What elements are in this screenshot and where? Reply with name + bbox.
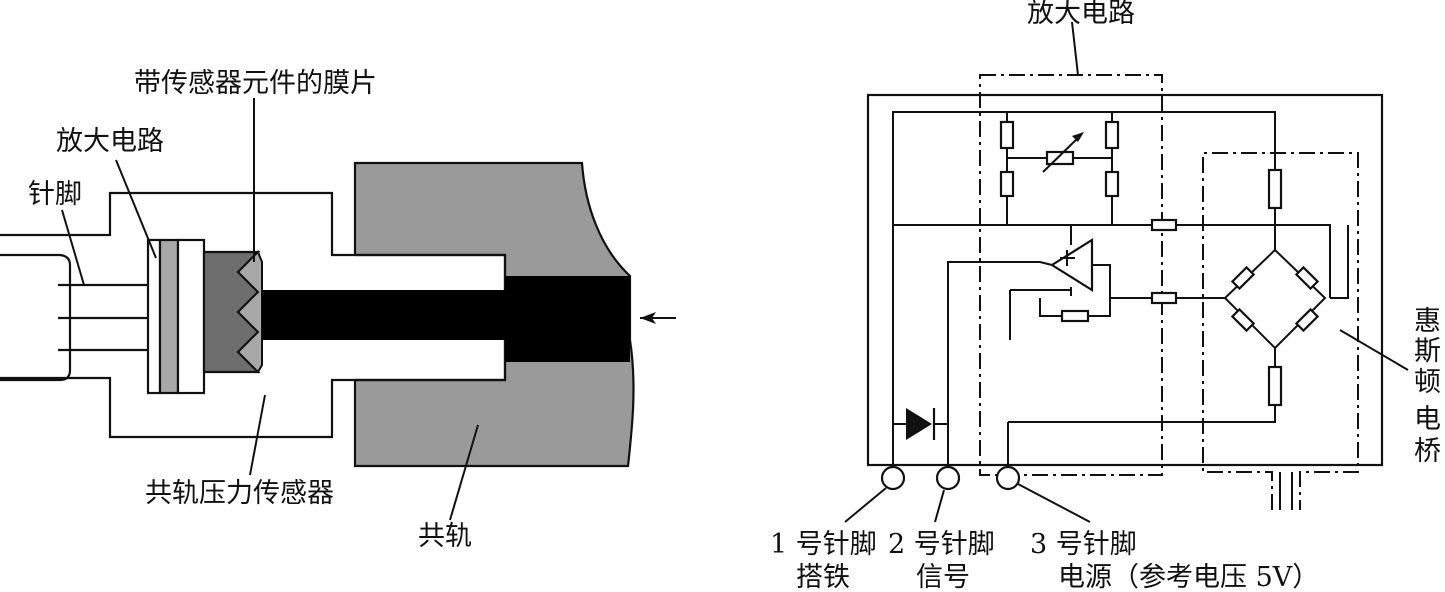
bridge-right-tap [1330,225,1349,299]
amplifier-board-front [146,238,162,395]
variable-resistor-arrowhead [1072,132,1084,142]
label-amplifier-left: 放大电路 [56,126,164,157]
label-pin-2-sub: 信号 [916,562,970,592]
variable-resistor-arrow [1042,135,1081,173]
bridge-bottom-wire [1008,348,1276,423]
right-circuit-diagram: 放大电路 惠 斯 顿 电 桥 1 号针脚 搭铁 2 号针脚 信号 3 号针脚 电… [770,0,1441,592]
pressure-channel [262,290,505,340]
bridge-top-resistor [1267,168,1283,210]
top-bus [892,111,1276,465]
bridge-arm-tr [1294,265,1320,291]
leader-amplifier [115,159,157,259]
bridge-boundary [1202,152,1359,510]
label-amplifier-right: 放大电路 [1027,0,1135,29]
feedback-wire [1039,298,1111,317]
rail-fuel-channel [505,276,630,362]
op-amp [1049,238,1094,292]
pin-3-terminal [995,465,1021,491]
label-membrane: 带传感器元件的膜片 [134,68,377,99]
bridge-arm-br [1294,307,1320,333]
bridge-upper-link [1112,224,1331,298]
resistor-r1 [999,120,1015,150]
label-bridge-2: 斯 [1414,336,1441,367]
pin-1-terminal [880,465,906,491]
signal-wire [947,261,1053,465]
membrane-zigzag [236,250,263,374]
resistor-link-upper [1150,218,1178,232]
circuit-frame [866,93,1384,467]
leader-pins [61,209,85,286]
bridge-bottom-resistor [1267,365,1283,407]
variable-resistor [1045,150,1075,166]
amplifier-boundary [979,74,1163,476]
label-bridge-3: 顿 [1414,367,1441,398]
label-sensor: 共轨压力传感器 [145,478,334,509]
leader-rail [449,424,479,521]
pressure-arrowhead [640,312,656,324]
op-amp-out-wire [1009,289,1071,340]
pin-2-terminal [935,465,961,491]
amplifier-board-back [176,238,206,395]
resistor-link-lower [1150,291,1178,305]
leader-pin-1 [844,487,887,523]
amplifier-board [158,238,180,395]
leader-pin-3 [1017,483,1091,523]
diode [906,408,932,440]
bridge-arm-tl [1230,265,1256,291]
label-pins: 针脚 [28,179,82,210]
label-bridge-1: 惠 [1414,306,1441,337]
feedback-resistor [1060,309,1090,323]
bridge-arm-bl [1230,307,1256,333]
label-rail: 共轨 [418,521,472,552]
label-bridge-5: 桥 [1414,436,1441,467]
leader-pin-2 [934,489,945,523]
label-bridge-4: 电 [1414,404,1441,435]
op-amp-to-bridge [1092,264,1152,299]
label-pin-2-title: 2 号针脚 [888,529,995,560]
resistor-r2 [999,170,1015,198]
label-pin-3-sub: 电源（参考电压 5V） [1058,562,1319,592]
label-pin-3-title: 3 号针脚 [1030,529,1137,560]
label-pin-1-sub: 搭铁 [796,562,850,592]
resistor-r3 [1104,120,1120,150]
leader-sensor [249,394,266,476]
resistor-r4 [1104,170,1120,198]
leader-bridge [1339,329,1409,371]
left-sensor-diagram: 带传感器元件的膜片 放大电路 针脚 共轨压力传感器 共轨 [0,68,676,552]
leader-amplifier-right [1071,21,1079,76]
label-pin-1-title: 1 号针脚 [770,529,877,560]
